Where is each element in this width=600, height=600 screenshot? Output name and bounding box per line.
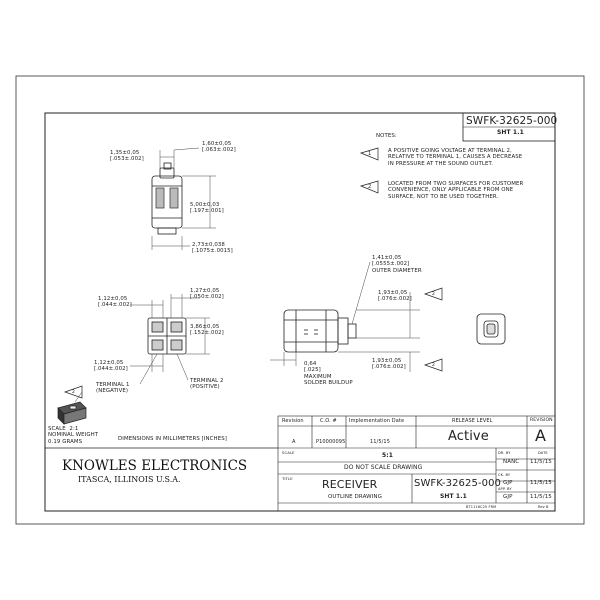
note-2-text: LOCATED FROM TWO SURFACES FOR CUSTOMER C…	[388, 181, 524, 200]
terminal-2-label: TERMINAL 2 (POSITIVE)	[190, 378, 224, 391]
front-view-receiver	[151, 162, 183, 235]
dim-side-top: 1,93±0,05 [.076±.002]	[378, 290, 412, 303]
impl-date-value: 11/5/15	[370, 439, 390, 445]
bottom-view-receiver	[147, 317, 187, 355]
dim-top-width: 1,35±0,05 [.053±.002]	[110, 150, 144, 163]
units-note: DIMENSIONS IN MILLIMETERS [INCHES]	[118, 436, 227, 442]
notes-header: NOTES:	[376, 133, 397, 139]
app-by-name: GJP	[503, 494, 513, 500]
dim-depth: 2,73±0,038 [.1075±.0015]	[192, 242, 233, 255]
app-by-label: APP. BY	[498, 487, 512, 491]
terminal1-flag-number: 2	[72, 390, 75, 395]
outer-border	[15, 75, 585, 525]
scale-label: SCALE	[282, 450, 295, 455]
title-block-grid	[277, 415, 556, 512]
dim-body-height: 3,86±0,05 [.152±.002]	[190, 324, 224, 337]
release-level-header: RELEASE LEVEL	[452, 418, 493, 424]
company-location: ITASCA, ILLINOIS U.S.A.	[78, 475, 181, 484]
scale-value: 5:1	[382, 452, 394, 459]
note-flag-2-icon	[359, 180, 379, 194]
drawing-title: RECEIVER	[322, 478, 378, 491]
note-flag-1-icon	[359, 147, 379, 161]
date-2: 11/5/15	[530, 480, 552, 486]
note-1-text: A POSITIVE GOING VOLTAGE AT TERMINAL 2, …	[388, 148, 523, 167]
dim-top-outlet: 1,60±0,05 [.063±.002]	[202, 141, 236, 154]
side-view-receiver	[283, 309, 357, 353]
note-flag-side-bottom-icon	[423, 358, 443, 372]
company-name: KNOWLES ELECTRONICS	[62, 458, 248, 474]
dim-term-bottom: 1,12±0,05 [.044±.002]	[94, 360, 128, 373]
drawing-subtitle: OUTLINE DRAWING	[328, 494, 382, 500]
ck-by-name: GJP	[503, 480, 513, 486]
dim-side-bottom: 1,93±0,05 [.076±.002]	[372, 358, 406, 371]
top-sheet-number: SHT 1.1	[497, 129, 524, 136]
iso-receiver-icon	[57, 401, 87, 425]
side-top-flag-number: 2	[432, 292, 435, 297]
side-bottom-flag-number: 2	[432, 363, 435, 368]
bottom-sheet-number: SHT 1.1	[440, 493, 467, 500]
inner-border	[44, 112, 556, 512]
dim-solder-buildup: 0,64 [.025] MAXIMUM SOLDER BUILDUP	[304, 361, 353, 387]
revision-letter: A	[535, 426, 547, 445]
revision-header: Revision	[282, 418, 304, 424]
form-rev: Rev B	[538, 505, 549, 509]
dr-by-name: NANC	[503, 459, 520, 465]
date-3: 11/5/15	[530, 494, 552, 500]
dim-term-width: 1,12±0,05 [.044±.002]	[98, 296, 132, 309]
co-header: C.O. #	[320, 418, 337, 424]
note-flag-side-top-icon	[423, 287, 443, 301]
do-not-scale: DO NOT SCALE DRAWING	[344, 464, 423, 471]
date-1: 11/5/15	[530, 459, 552, 465]
form-number: BT1116C25 FRM	[466, 505, 497, 509]
impl-date-header: Implementation Date	[349, 418, 405, 424]
dim-term-gap: 1,27±0,05 [.050±.002]	[190, 288, 224, 301]
end-view-receiver	[476, 313, 506, 345]
dim-height: 5,00±0,03 [.197±.001]	[190, 202, 224, 215]
note-flag-2-number: 2	[368, 184, 372, 190]
title-label: TITLE	[282, 476, 293, 481]
top-part-number: SWFK-32625-000	[466, 115, 558, 127]
terminal-1-label: TERMINAL 1 (NEGATIVE)	[96, 382, 130, 395]
release-level-value: Active	[448, 429, 489, 444]
co-value: P10000095	[316, 439, 346, 445]
dim-outer-diameter: 1,41±0,05 [.0555±.002] OUTER DIAMETER	[372, 255, 422, 274]
ck-by-label: CK. BY	[498, 473, 511, 477]
revision-value: A	[292, 439, 296, 445]
bottom-part-number: SWFK-32625-000	[414, 478, 502, 489]
note-flag-1-number: 1	[368, 151, 372, 157]
revision-col-header: REVISION	[530, 418, 553, 423]
date-label-1: DATE	[538, 451, 548, 455]
iso-scale-weight: SCALE 2:1 NOMINAL WEIGHT 0.19 GRAMS	[48, 426, 99, 445]
dr-by-label: DR. BY	[498, 451, 511, 455]
